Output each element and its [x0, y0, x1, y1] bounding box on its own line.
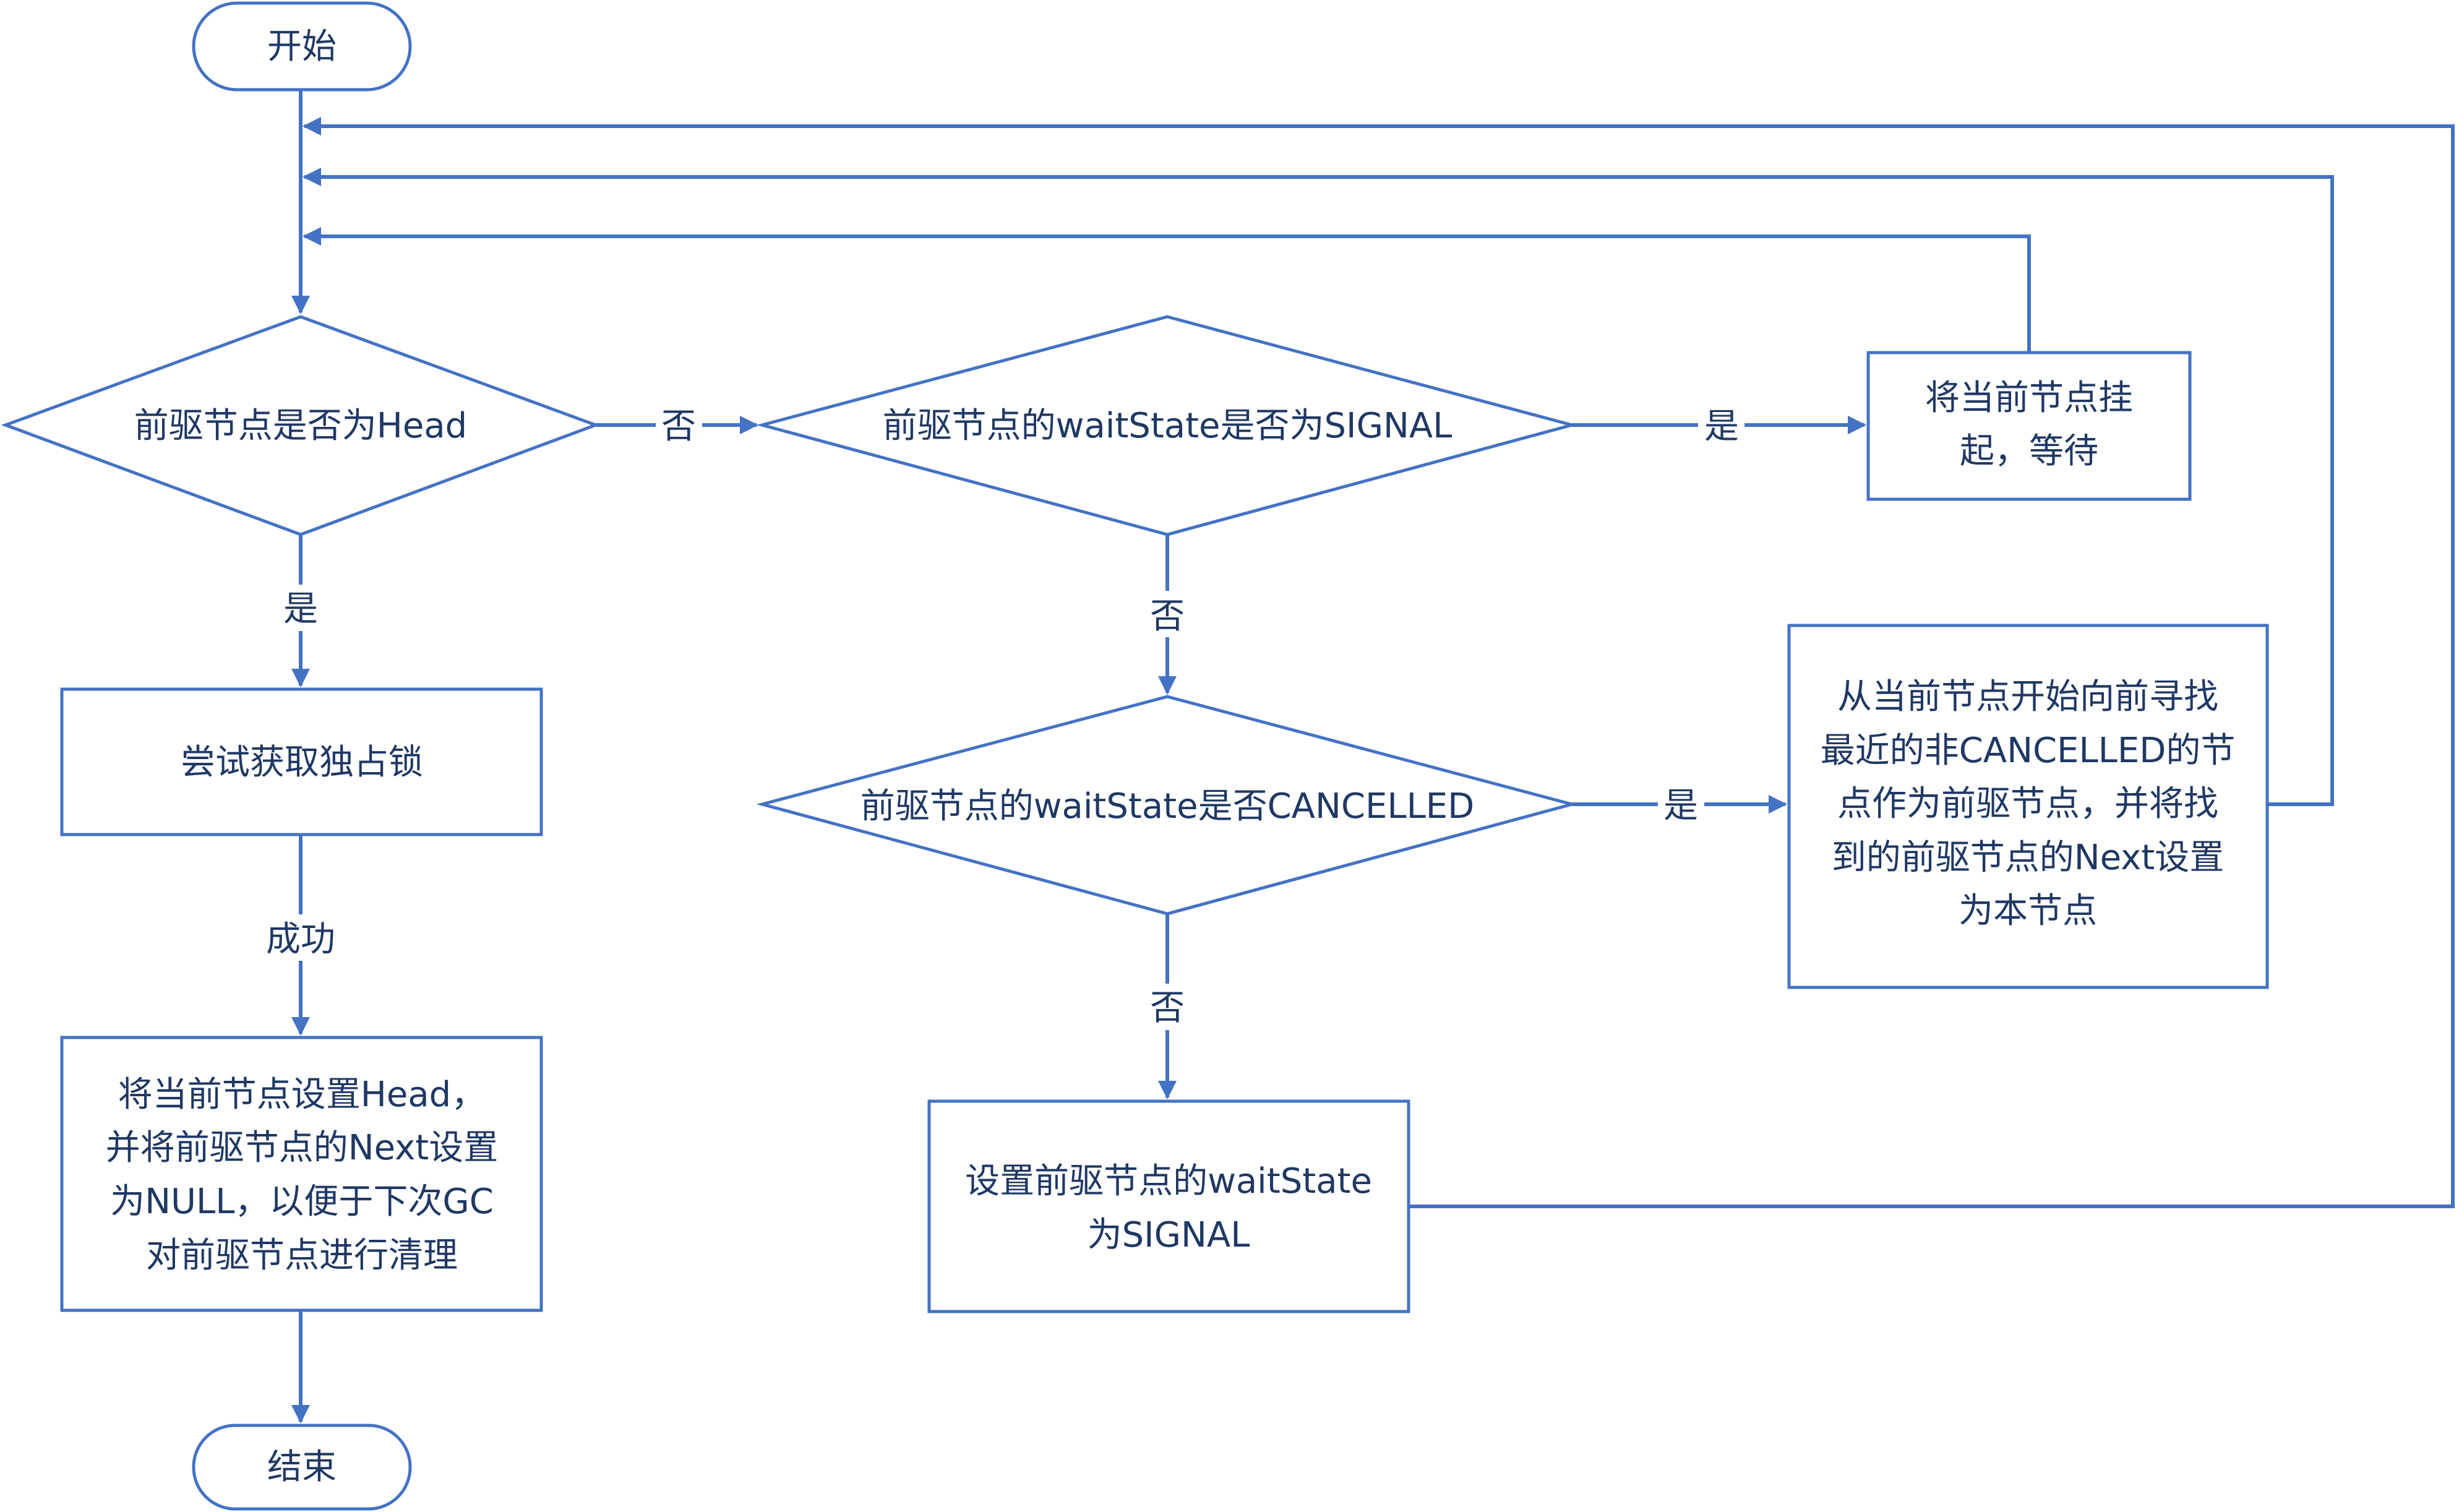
edge-labels: 否 是 否 是 否 是 成功	[254, 402, 1744, 1030]
edge-loop-from-set-signal	[303, 117, 2455, 1208]
process-set-head-line-3: 为NULL，以便于下次GC	[110, 1182, 494, 1222]
process-find-prev-line-1: 从当前节点开始向前寻找	[1837, 677, 2218, 717]
process-set-head-line-4: 对前驱节点进行清理	[146, 1235, 458, 1276]
decision-is-head-label: 前驱节点是否为Head	[134, 406, 467, 446]
process-find-prev-line-4: 到的前驱节点的Next设置	[1832, 838, 2224, 878]
edge-loop-from-find-prev	[303, 168, 2334, 806]
edge-label-cancelled-yes: 是	[1663, 786, 1698, 826]
edge-label-is-head-yes: 是	[283, 589, 318, 629]
edge-label-signal-yes: 是	[1704, 406, 1739, 447]
edge-label-cancelled-no: 否	[1150, 988, 1185, 1028]
edge-label-signal-no: 否	[1150, 596, 1185, 637]
process-set-signal-line-1: 设置前驱节点的waitState	[965, 1161, 1372, 1201]
start-node: 开始	[192, 1, 412, 92]
edge-label-try-lock-success: 成功	[266, 919, 335, 960]
decision-cancelled: 前驱节点的waitState是否CANCELLED	[756, 695, 1578, 916]
decision-signal: 前驱节点的waitState是否为SIGNAL	[756, 315, 1578, 536]
process-find-prev-line-5: 为本节点	[1959, 891, 2097, 931]
process-set-head-line-1: 将当前节点设置Head，	[118, 1075, 486, 1115]
decision-signal-label: 前驱节点的waitState是否为SIGNAL	[883, 406, 1453, 446]
process-set-signal-line-2: 为SIGNAL	[1088, 1215, 1250, 1255]
decision-cancelled-label: 前驱节点的waitState是否CANCELLED	[860, 786, 1475, 827]
decision-is-head: 前驱节点是否为Head	[1, 315, 601, 536]
process-try-lock: 尝试获取独占锁	[60, 687, 543, 836]
process-suspend-line-1: 将当前节点挂	[1925, 378, 2133, 418]
connectors	[291, 90, 2455, 1424]
process-find-prev: 从当前节点开始向前寻找 最近的非CANCELLED的节 点作为前驱节点，并将找 …	[1787, 624, 2269, 989]
start-label: 开始	[267, 27, 337, 67]
edge-label-is-head-no: 否	[661, 406, 696, 447]
process-suspend: 将当前节点挂 起，等待	[1866, 351, 2192, 501]
process-find-prev-line-3: 点作为前驱节点，并将找	[1837, 784, 2218, 824]
process-set-head: 将当前节点设置Head， 并将前驱节点的Next设置 为NULL，以便于下次GC…	[60, 1036, 543, 1312]
process-set-signal: 设置前驱节点的waitState 为SIGNAL	[927, 1099, 1410, 1313]
edge-loop-from-suspend	[303, 227, 2031, 353]
process-find-prev-line-2: 最近的非CANCELLED的节	[1821, 731, 2236, 771]
process-try-lock-label: 尝试获取独占锁	[181, 742, 423, 783]
process-suspend-line-2: 起，等待	[1960, 431, 2098, 471]
process-set-head-line-2: 并将前驱节点的Next设置	[106, 1128, 498, 1168]
end-label: 结束	[267, 1447, 337, 1487]
end-node: 结束	[192, 1424, 412, 1511]
